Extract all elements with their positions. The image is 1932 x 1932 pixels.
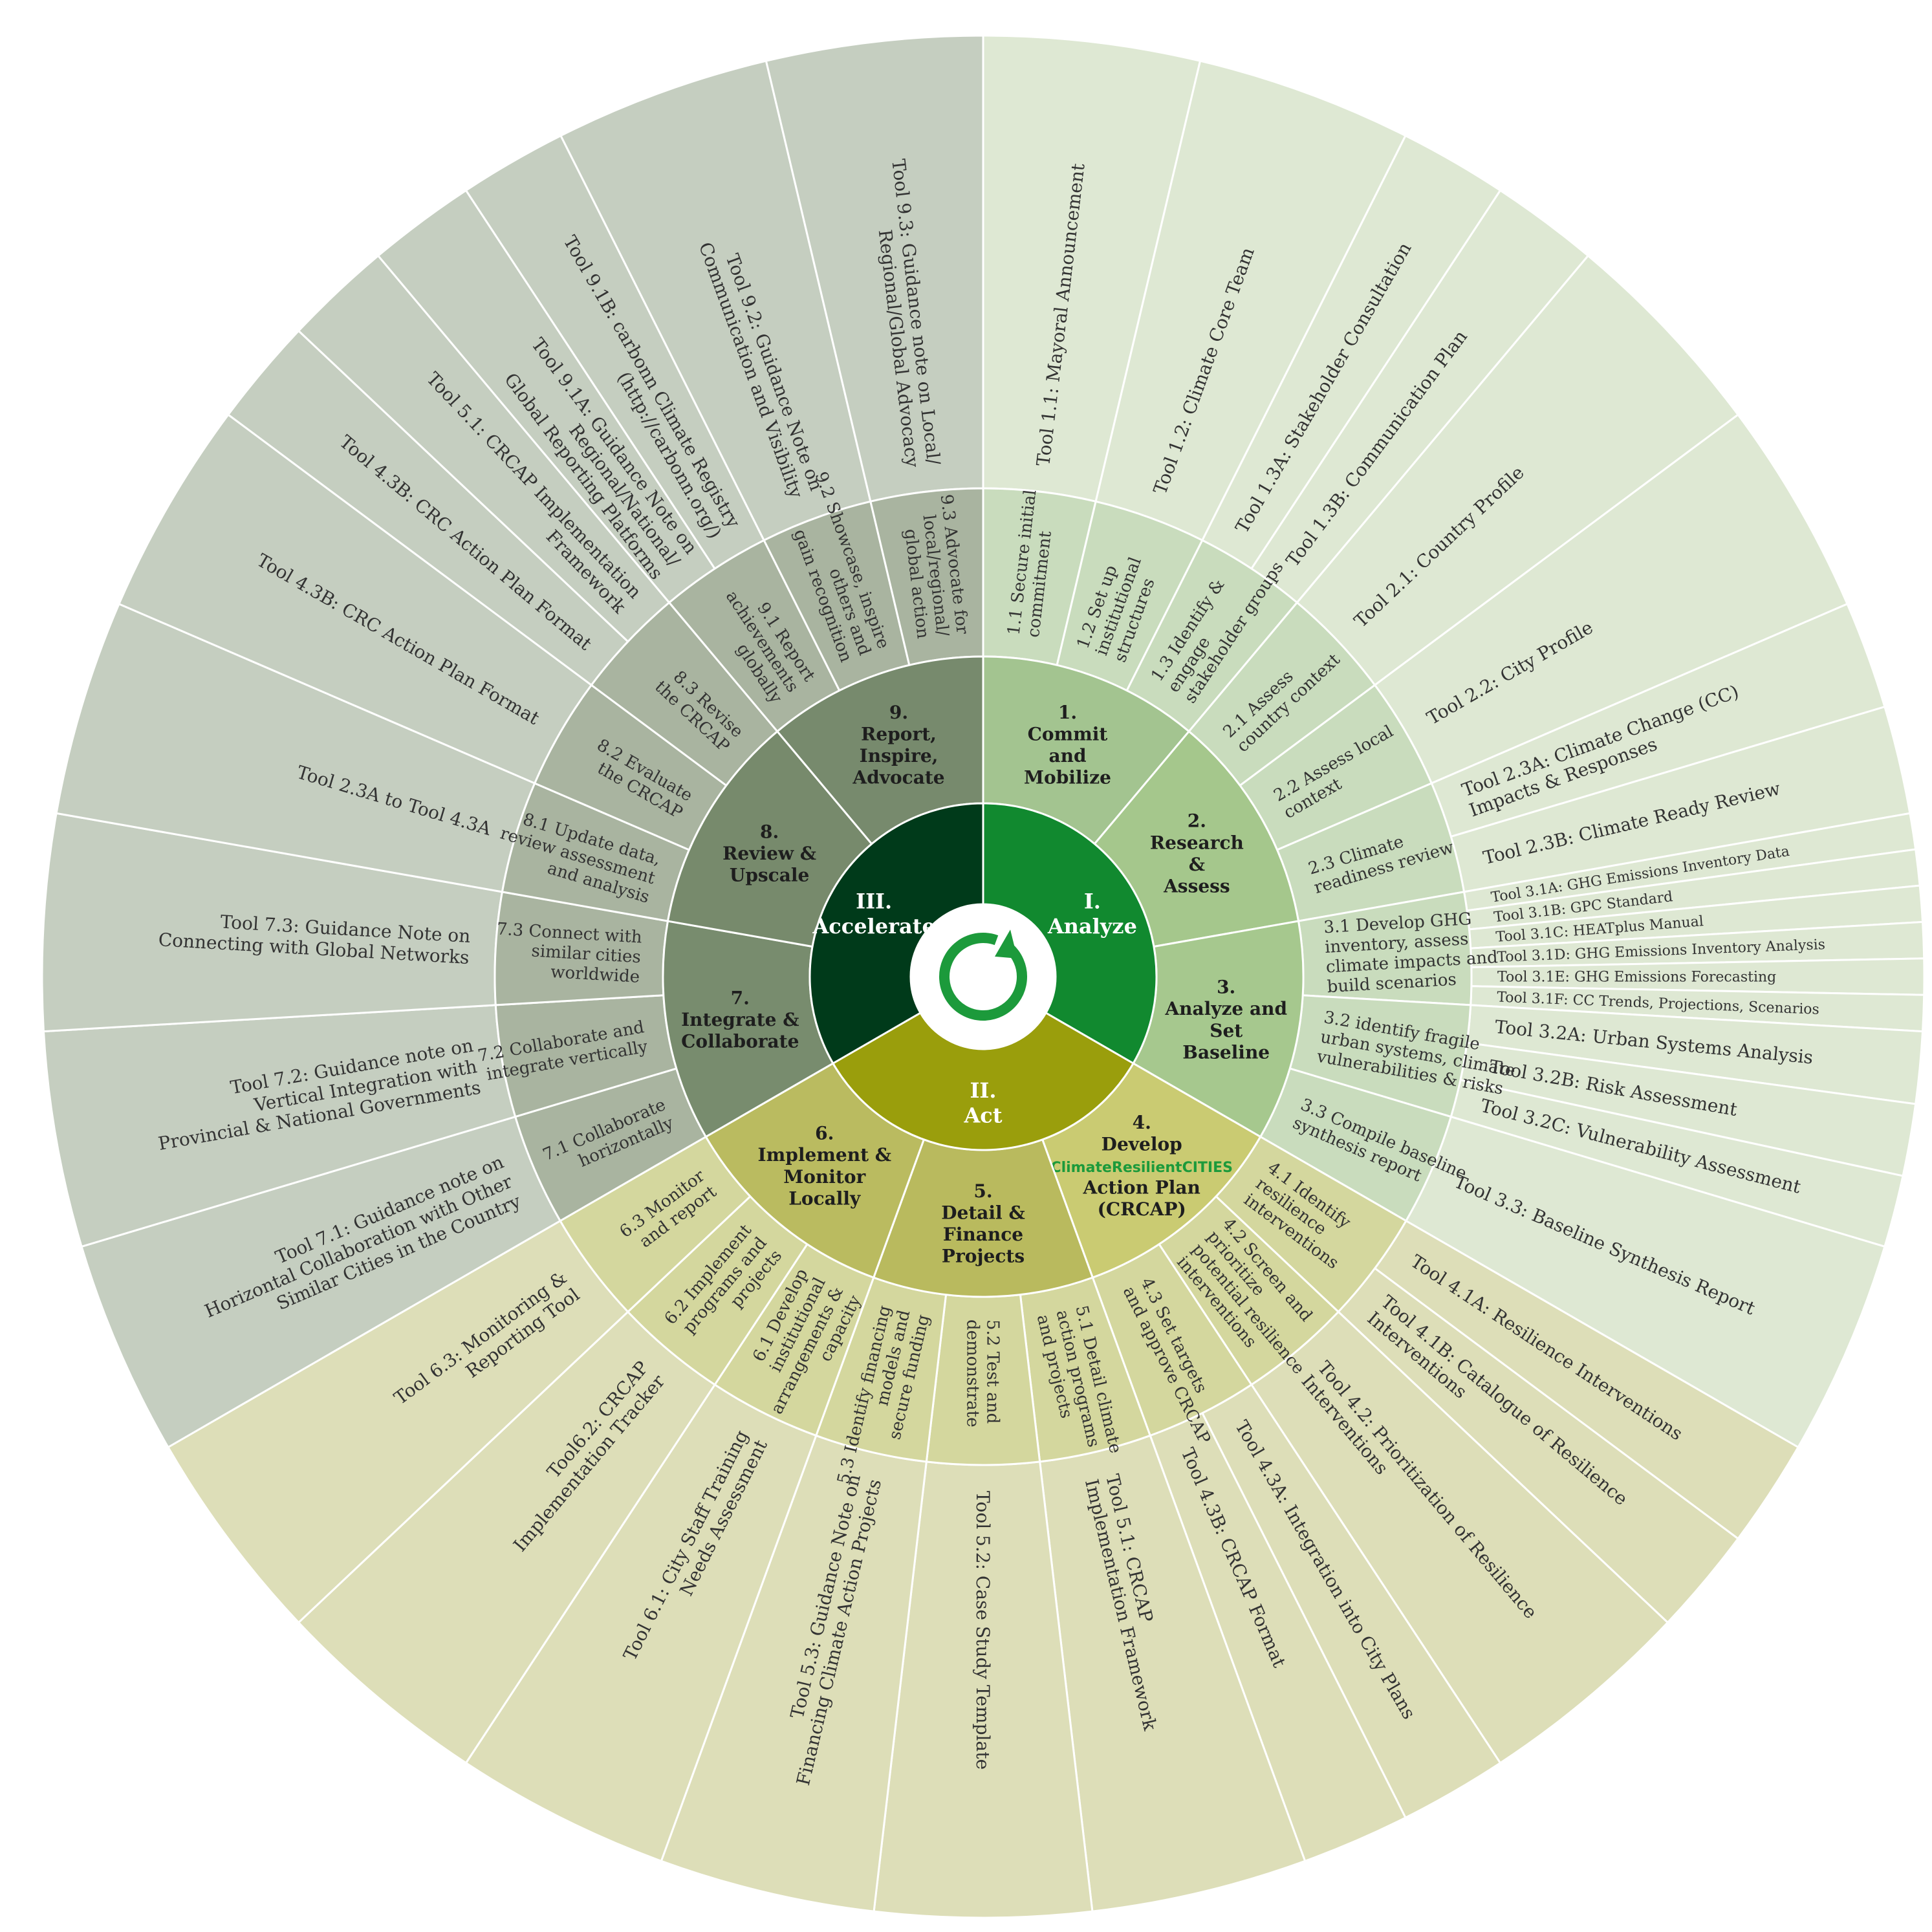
center-hub xyxy=(911,904,1056,1049)
step-8-label: 8.Review &Upscale xyxy=(722,821,816,885)
phase-3-label: III.Accelerate xyxy=(812,889,935,939)
phase-2-label: II.Act xyxy=(963,1078,1002,1127)
cycle-arrow-icon xyxy=(939,929,1027,1021)
step-9-label: 9.Report,Inspire,Advocate xyxy=(852,702,944,788)
hub-circle xyxy=(911,904,1056,1049)
tool-label-tool-3-1e-ghg-emissions-forecasting: Tool 3.1E: GHG Emissions Forecasting xyxy=(1497,970,1776,986)
tool-label-tool-5-2-case-study-template: Tool 5.2: Case Study Template xyxy=(972,1491,993,1770)
step-2-label: 2.Research&Assess xyxy=(1150,810,1244,897)
phase-1-label: I.Analyze xyxy=(1047,889,1137,939)
step-7-label: 7.Integrate &Collaborate xyxy=(681,987,799,1052)
substep-label-5-2: 5.2 Test anddemonstrate xyxy=(963,1319,1003,1427)
